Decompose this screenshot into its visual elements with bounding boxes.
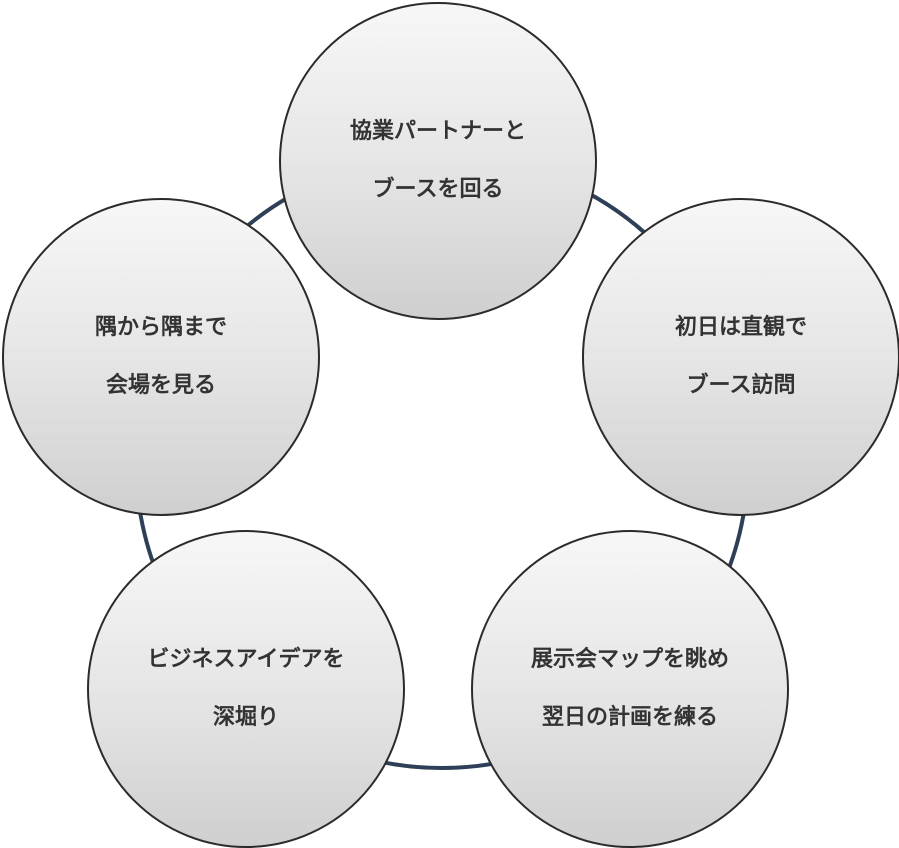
node-text-line: 協業パートナーと [349, 119, 526, 144]
cycle-node-4: ビジネスアイデアを 深堀り [87, 530, 405, 848]
cycle-node-1: 協業パートナーと ブースを回る [279, 2, 597, 320]
node-text-line: 会場を見る [105, 373, 216, 398]
node-text-line: 初日は直観で [674, 315, 807, 340]
cycle-node-2: 初日は直観で ブース訪問 [582, 198, 899, 516]
cycle-node-3: 展示会マップを眺め 翌日の計画を練る [471, 530, 789, 848]
node-text-line: 翌日の計画を練る [541, 705, 718, 730]
cycle-node-5: 隅から隅まで 会場を見る [2, 198, 320, 516]
node-text-line: ブースを回る [372, 177, 504, 202]
node-text-line: ビジネスアイデアを [147, 647, 345, 672]
node-text-line: 隅から隅まで [94, 315, 227, 340]
node-text-line: ブース訪問 [686, 373, 796, 398]
node-text-line: 深堀り [212, 705, 279, 730]
node-text-line: 展示会マップを眺め [530, 647, 729, 672]
